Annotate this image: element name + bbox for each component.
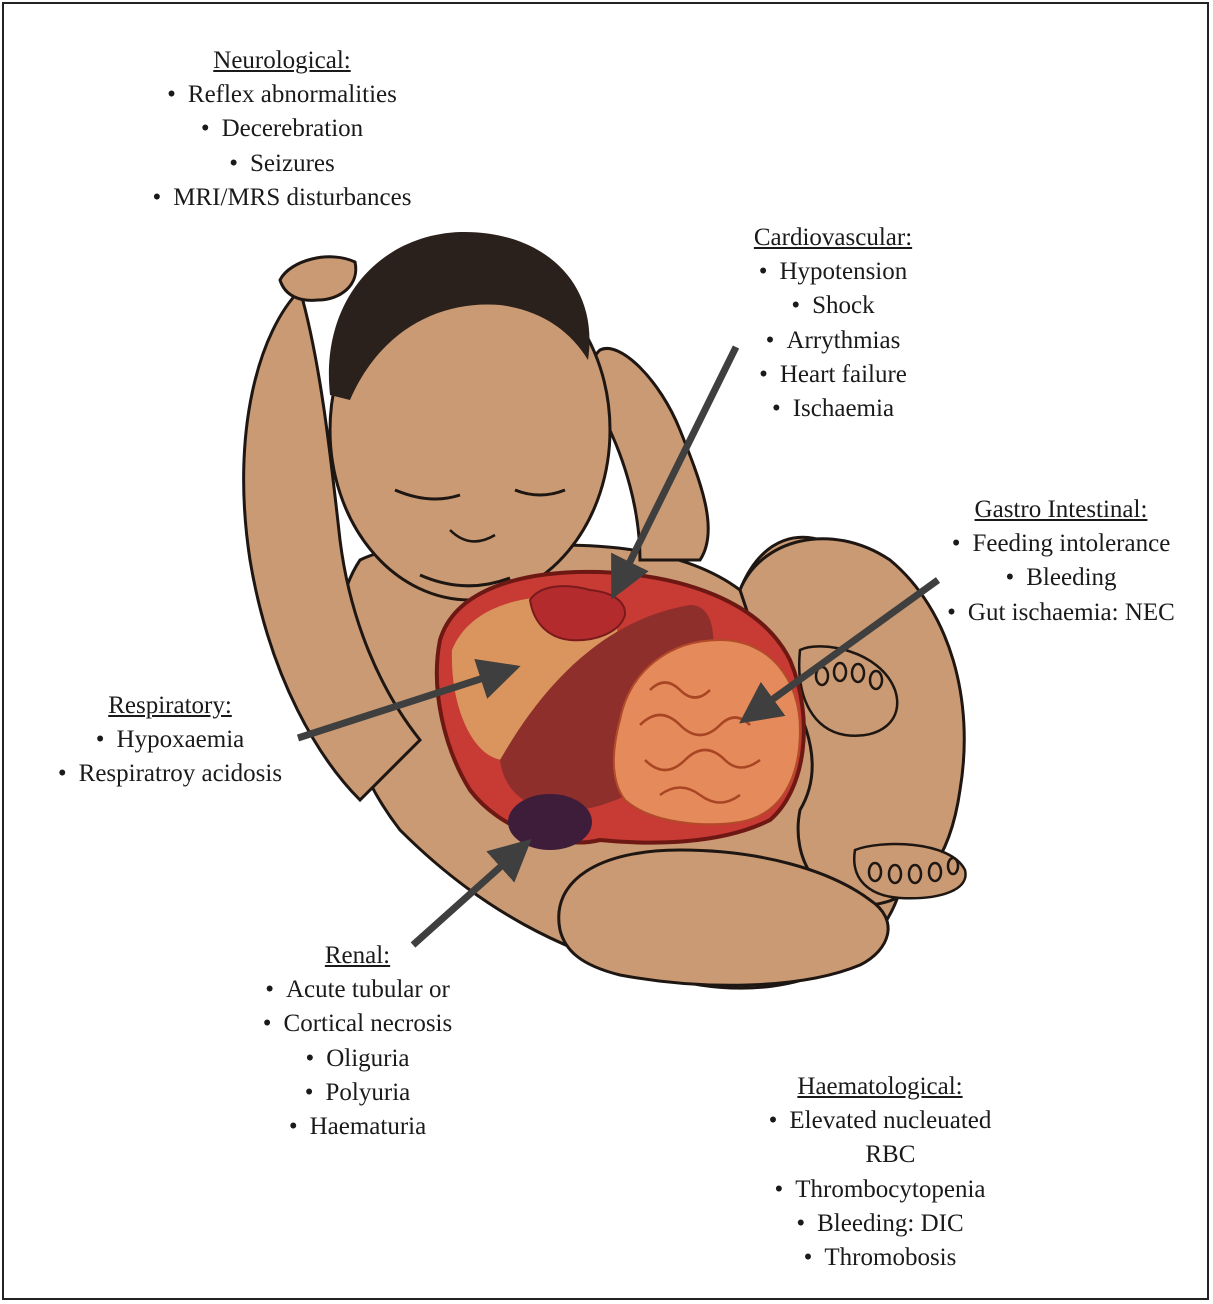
list-item: •Hypoxaemia — [95, 726, 245, 754]
haematological-block: Haematological: •Elevated nucleuated •RB… — [740, 1070, 1020, 1275]
arrow-gastro — [739, 577, 941, 724]
section-heading: Haematological: — [797, 1073, 963, 1100]
list-item: •Polyuria — [304, 1078, 411, 1106]
list-item: •Respiratroy acidosis — [57, 760, 283, 788]
hair — [328, 231, 590, 400]
list-item: •Arrythmias — [765, 326, 901, 354]
baby-arms — [242, 255, 710, 803]
section-heading: Respiratory: — [108, 692, 232, 719]
list-item: •Decerebration — [200, 115, 364, 143]
section-heading: Gastro Intestinal: — [974, 496, 1148, 523]
list-item: •Ischaemia — [771, 395, 895, 423]
foot-upper — [797, 645, 899, 738]
respiratory-block: Respiratory: •Hypoxaemia •Respiratroy ac… — [30, 689, 310, 792]
list-item: •Cortical necrosis — [262, 1010, 453, 1038]
section-heading: Cardiovascular: — [753, 224, 913, 251]
list-item: •Acute tubular or — [265, 976, 450, 1004]
list-item: •Thromobosis — [803, 1244, 957, 1272]
foot-lower — [852, 842, 967, 900]
open-abdomen — [434, 569, 806, 850]
list-item: •Thrombocytopenia — [774, 1175, 986, 1203]
list-item: •Bleeding — [1005, 564, 1117, 592]
list-item: •Oliguria — [305, 1044, 410, 1072]
list-item: •Elevated nucleuated — [768, 1107, 992, 1135]
heart — [528, 585, 627, 642]
neurological-block: Neurological: •Reflex abnormalities •Dec… — [122, 44, 442, 215]
arrow-respiratory — [296, 658, 521, 742]
arrow-cardiovascular — [611, 345, 740, 600]
list-item: •Heart failure — [759, 360, 907, 388]
list-item: •Haematuria — [288, 1113, 427, 1141]
leg-lower — [557, 848, 890, 987]
list-item-continuation: •RBC — [865, 1141, 916, 1169]
arrows — [296, 345, 941, 948]
list-item: •Feeding intolerance — [951, 530, 1171, 558]
list-item: •Reflex abnormalities — [167, 81, 397, 109]
renal-block: Renal: •Acute tubular or •Cortical necro… — [230, 939, 485, 1144]
list-item: •Hypotension — [758, 258, 908, 286]
kidney — [508, 794, 592, 850]
list-item: •Shock — [791, 292, 875, 320]
list-item: •Seizures — [229, 149, 335, 177]
arrow-renal — [410, 838, 532, 948]
list-item: •Gut ischaemia: NEC — [947, 598, 1175, 626]
baby-head — [328, 231, 612, 602]
section-heading: Renal: — [324, 942, 391, 969]
section-heading: Neurological: — [213, 47, 351, 74]
list-item: •MRI/MRS disturbances — [152, 183, 412, 211]
list-item: •Bleeding: DIC — [796, 1209, 964, 1237]
gastro-intestinal-block: Gastro Intestinal: •Feeding intolerance … — [916, 493, 1206, 630]
cardiovascular-block: Cardiovascular: •Hypotension •Shock •Arr… — [713, 221, 953, 426]
